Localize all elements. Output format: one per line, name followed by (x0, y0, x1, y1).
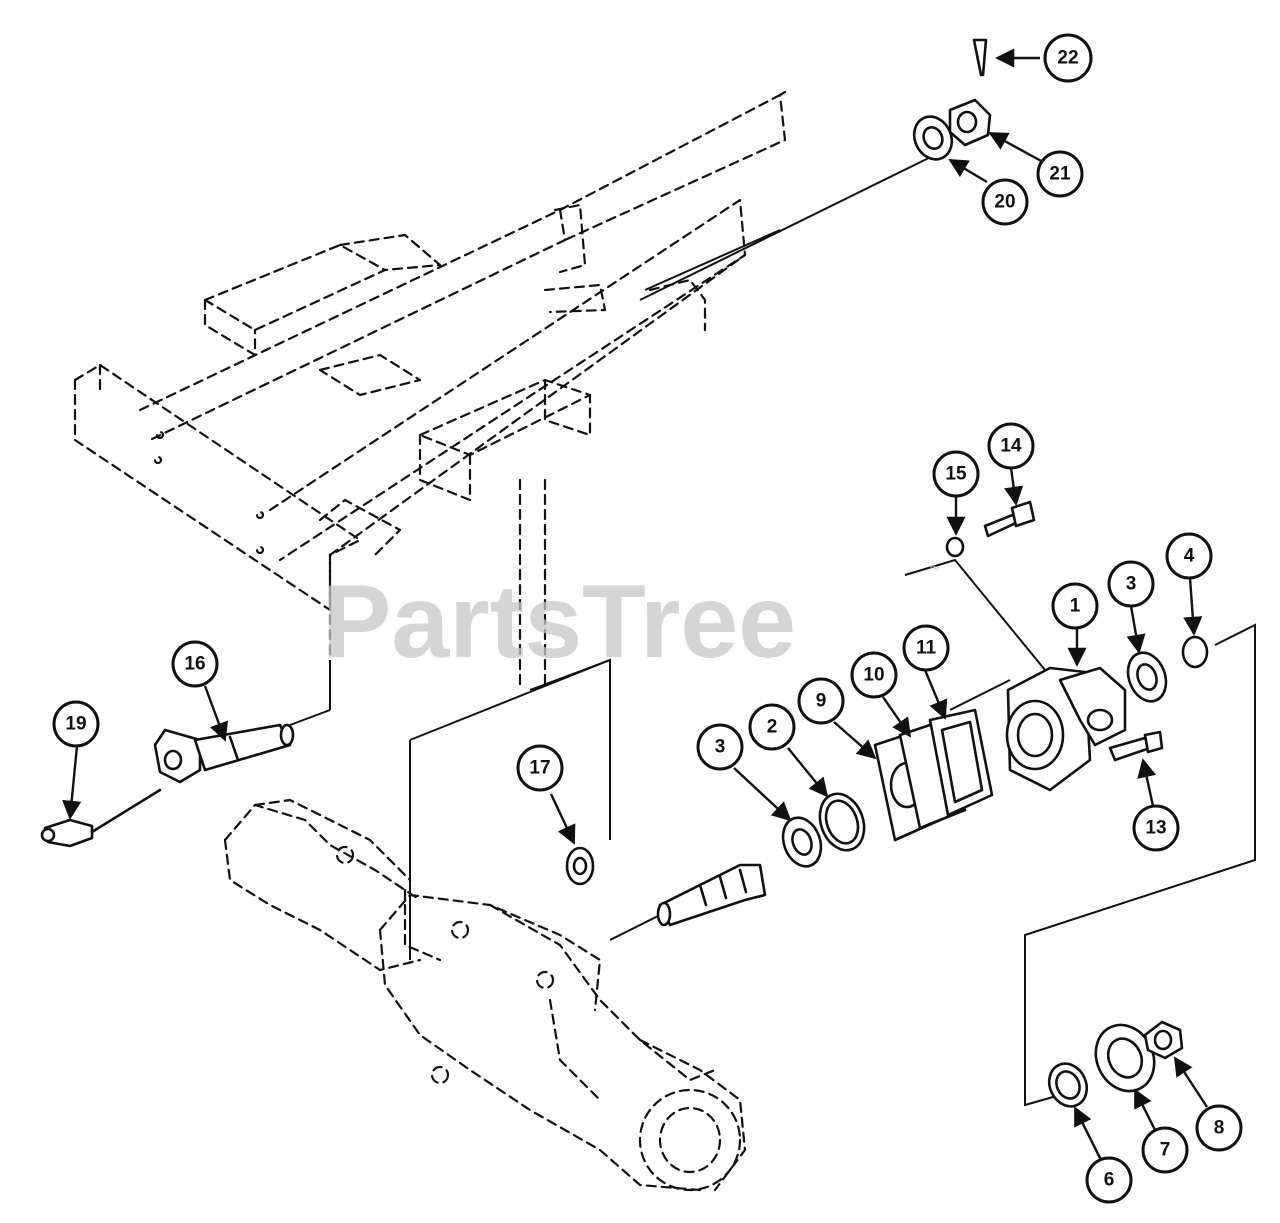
callout-17: 17 (516, 744, 564, 792)
seal-6 (1047, 1062, 1089, 1108)
washer-17 (565, 846, 595, 886)
callout-3-left: 3 (696, 723, 744, 771)
callout-15: 15 (932, 450, 980, 498)
callout-20: 20 (981, 178, 1029, 226)
callout-9-label: 9 (816, 691, 827, 712)
callout-16-label: 16 (184, 654, 205, 675)
callout-19: 19 (52, 700, 100, 748)
lock-washer-15 (945, 536, 965, 558)
callout-9: 9 (797, 677, 845, 725)
drive-shaft (656, 863, 767, 927)
callout-19-label: 19 (65, 714, 86, 735)
front-axle-housing-outline (223, 798, 747, 1192)
callout-17-label: 17 (529, 758, 550, 779)
cotter-pin-22 (972, 38, 988, 77)
callout-7: 7 (1141, 1126, 1189, 1174)
callout-22: 22 (1043, 33, 1093, 83)
grease-fitting-13 (1108, 730, 1164, 762)
gasket-11 (928, 708, 994, 817)
callout-3-left-label: 3 (715, 737, 726, 758)
callout-15-label: 15 (945, 464, 967, 485)
callout-6: 6 (1085, 1156, 1133, 1204)
callout-6-label: 6 (1104, 1170, 1115, 1191)
callout-2-label: 2 (767, 717, 778, 738)
snap-ring-4 (1181, 635, 1209, 669)
callout-1: 1 (1051, 582, 1099, 630)
bearing-3-right (1126, 651, 1168, 703)
callout-10-label: 10 (863, 665, 884, 686)
callout-4: 4 (1165, 532, 1213, 580)
callout-1-label: 1 (1070, 596, 1081, 617)
bearing-3-left (781, 816, 823, 868)
bolt-14 (983, 500, 1036, 538)
callout-10: 10 (850, 651, 898, 699)
callout-3-right-label: 3 (1126, 574, 1137, 595)
callout-22-label: 22 (1057, 48, 1078, 69)
callout-14: 14 (987, 422, 1035, 470)
callout-4-label: 4 (1184, 546, 1195, 567)
seal-ring-2 (818, 792, 866, 852)
watermark-trademark: ™ (928, 563, 940, 577)
callout-3-right: 3 (1107, 560, 1155, 608)
callout-8: 8 (1195, 1104, 1243, 1152)
callout-21: 21 (1036, 150, 1084, 198)
callout-14-label: 14 (1000, 436, 1022, 457)
callout-11-label: 11 (916, 638, 937, 659)
callout-20-label: 20 (994, 192, 1015, 213)
callout-2: 2 (748, 703, 796, 751)
callout-11: 11 (902, 624, 950, 672)
callout-8-label: 8 (1214, 1118, 1225, 1139)
callout-13-label: 13 (1145, 818, 1166, 839)
callout-16: 16 (171, 640, 219, 688)
callout-21-label: 21 (1049, 164, 1071, 185)
nut-8 (1143, 1020, 1184, 1060)
spacer-7 (1094, 1023, 1156, 1093)
grease-fitting-19 (40, 788, 162, 848)
watermark-text: PartsTree (322, 564, 796, 680)
castle-nut-21 (948, 98, 992, 147)
housing-1 (1005, 666, 1127, 792)
pivot-pin-16 (153, 723, 295, 784)
leader-lines (62, 48, 1209, 1161)
callout-7-label: 7 (1160, 1140, 1171, 1161)
washer-20 (912, 115, 954, 161)
assembly-guide-lines (289, 149, 1256, 1107)
callout-13: 13 (1132, 804, 1180, 852)
